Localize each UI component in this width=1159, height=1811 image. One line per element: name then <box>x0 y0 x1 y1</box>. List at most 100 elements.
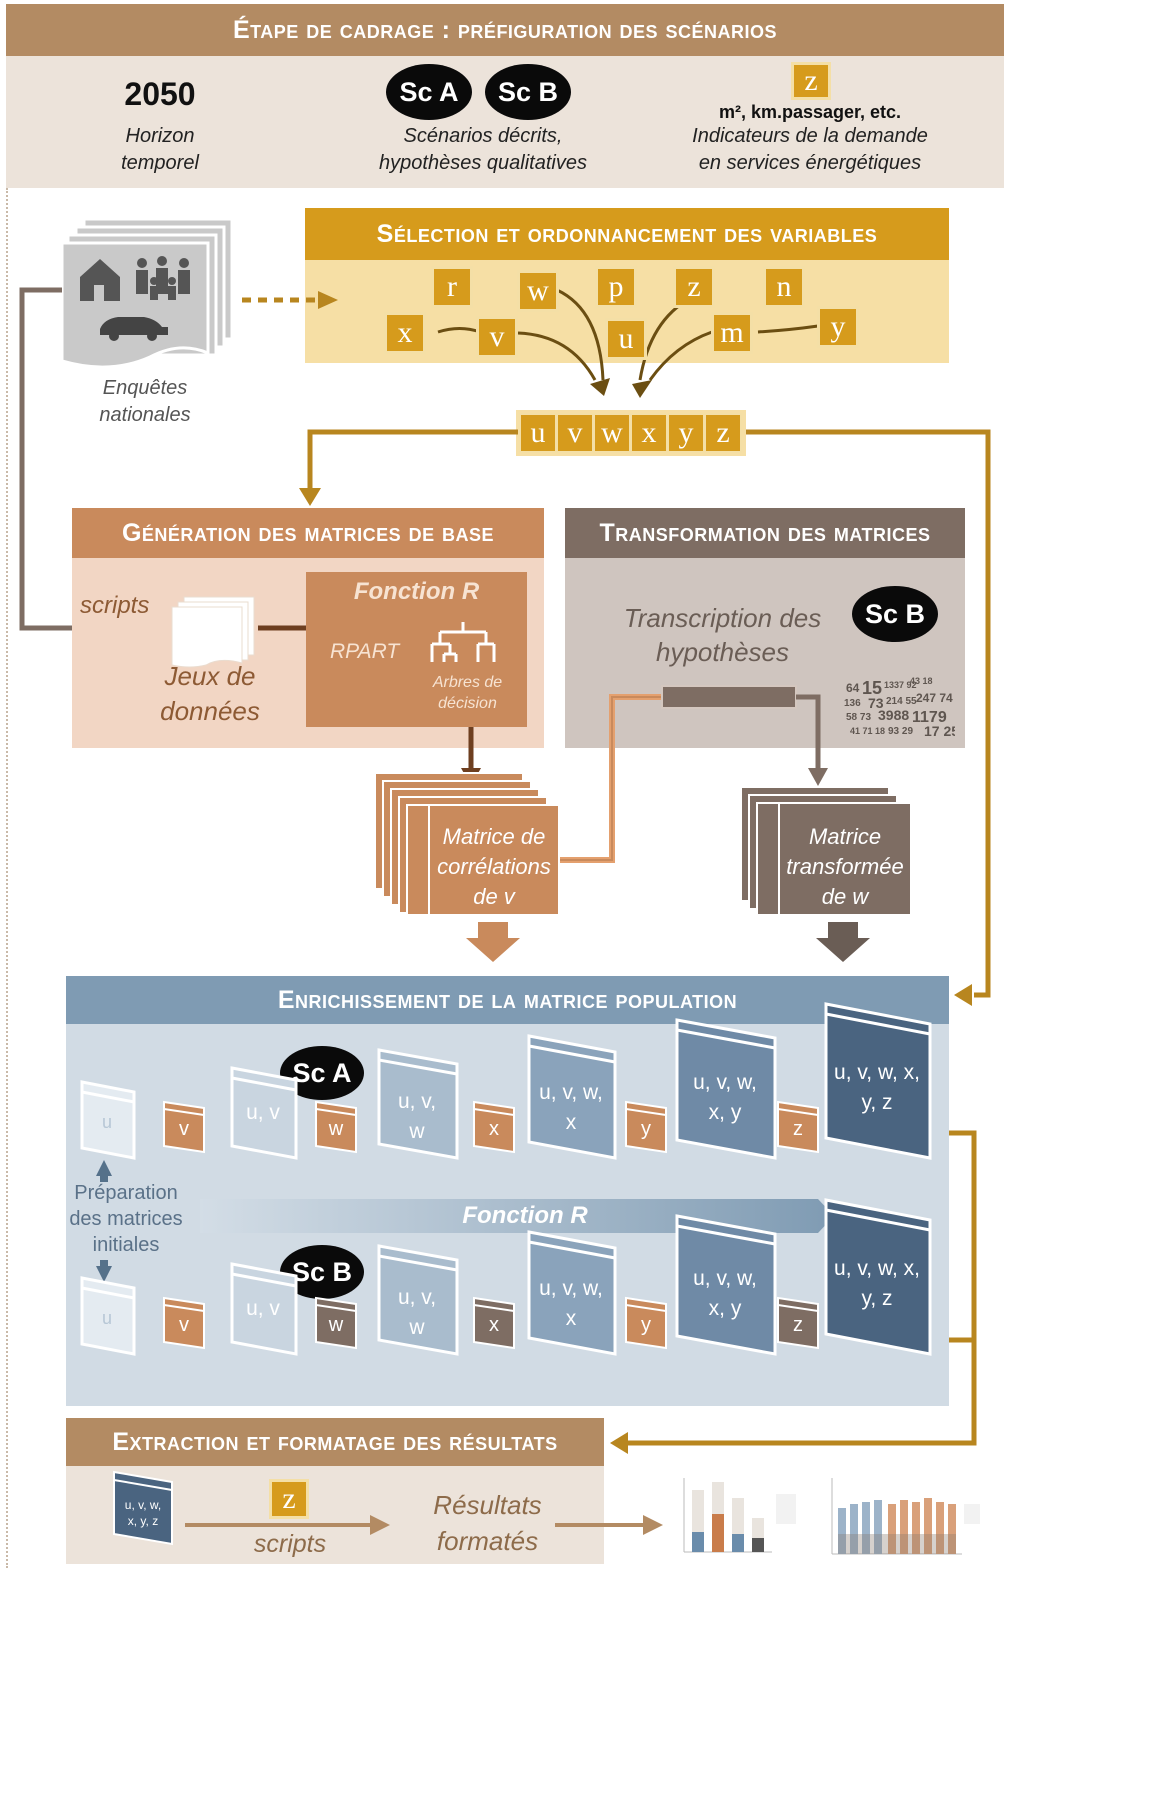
scenario-a-var-w: w <box>314 1100 358 1154</box>
scenario-a-matrix-label2-6: y, z <box>861 1091 893 1114</box>
scenario-b-matrix-label-5: u, v, w, <box>693 1267 757 1290</box>
scenario-a-matrix-label2-4: x <box>565 1111 577 1134</box>
scenario-a-matrix-label-2: u, v <box>246 1101 280 1124</box>
sc-b-badge: Sc B <box>485 64 571 120</box>
resultats-label-1: Résultats <box>433 1490 542 1520</box>
generation-title: Génération des matrices de base <box>72 508 544 558</box>
transcription-label-2: hypothèses <box>656 637 789 667</box>
var-y: y <box>817 306 859 348</box>
svg-text:41 71 18: 41 71 18 <box>850 726 885 736</box>
var-v: v <box>476 316 518 358</box>
scenario-a-matrix-1: u <box>78 1078 136 1160</box>
scenario-b-matrix-6: u, v, w, x, y, z <box>822 1196 932 1356</box>
scenario-b-matrix-2: u, v <box>228 1260 298 1356</box>
scenario-a-var-label-v: v <box>179 1118 189 1140</box>
prep-label-1: Préparation <box>74 1182 178 1204</box>
scenario-b-var-y: y <box>624 1296 668 1350</box>
scenario-b-var-label-v: v <box>179 1314 189 1336</box>
svg-text:3988: 3988 <box>878 707 909 723</box>
scenario-a-matrix-label2-5: x, y <box>708 1101 742 1124</box>
transformation-connectors <box>560 685 828 863</box>
svg-text:214 55: 214 55 <box>886 696 917 707</box>
scenarios-label-2: hypothèses qualitatives <box>379 152 587 174</box>
scenario-b-var-label-y: y <box>641 1314 651 1336</box>
scenario-a-var-label-w: w <box>328 1118 344 1140</box>
svg-text:43 18: 43 18 <box>910 676 933 686</box>
scenario-b-matrix-5: u, v, w,x, y <box>673 1212 777 1356</box>
extraction-matrix-l2: x, y, z <box>127 1514 159 1528</box>
scenario-a-matrix-3: u, v,w <box>375 1046 459 1160</box>
generation-scripts-label: scripts <box>80 592 150 619</box>
transformed-matrix-header <box>758 804 780 914</box>
scenario-a-var-x: x <box>472 1100 516 1154</box>
scenario-a-matrix-2: u, v <box>228 1064 298 1160</box>
transformed-label-3: de w <box>821 884 869 909</box>
extraction-title: Extraction et formatage des résultats <box>66 1418 604 1466</box>
jeux-label-1: Jeux de <box>164 661 256 691</box>
extraction-matrix <box>112 1470 174 1546</box>
extraction-scripts-label: scripts <box>253 1530 327 1558</box>
scenario-b-var-v: v <box>162 1296 206 1350</box>
scenario-a-matrix-label-4: u, v, w, <box>539 1081 603 1104</box>
transformation-title: Transformation des matrices <box>565 508 965 558</box>
var-x: x <box>384 312 426 354</box>
decision-tree-icon <box>430 618 496 668</box>
ordered-var-x: x <box>630 413 668 453</box>
svg-text:1179: 1179 <box>912 709 947 726</box>
scenario-b-var-w: w <box>314 1296 358 1350</box>
scenario-a-matrix-label2-3: w <box>409 1120 425 1143</box>
scenario-a-var-label-x: x <box>489 1118 499 1140</box>
horizon-value: 2050 <box>124 76 196 112</box>
scenario-a-var-v: v <box>162 1100 206 1154</box>
ordered-var-v: v <box>556 413 594 453</box>
scenario-b-matrix-label2-6: y, z <box>861 1287 893 1310</box>
correlation-matrix <box>406 804 560 916</box>
svg-text:93 29: 93 29 <box>888 726 913 737</box>
fonction-r-arrow-label: Fonction R <box>462 1202 588 1229</box>
prep-label-3: initiales <box>92 1234 160 1256</box>
scenario-b-matrix-label-6: u, v, w, x, <box>834 1257 920 1280</box>
scenario-b-var-label-w: w <box>328 1314 344 1336</box>
extraction-z-var: z <box>269 1479 309 1519</box>
scenario-a-matrix-6: u, v, w, x, y, z <box>822 1000 932 1160</box>
extraction-matrix-l1: u, v, w, <box>124 1498 162 1512</box>
indicator-units: m², km.passager, etc. <box>718 102 902 122</box>
scenario-b-var-label-x: x <box>489 1314 499 1336</box>
fonction-r-box <box>306 572 527 727</box>
var-r: r <box>431 266 473 308</box>
scenario-a-var-label-z: z <box>793 1118 803 1140</box>
scenario-b-matrix-label-1: u <box>101 1308 112 1328</box>
scenario-b-matrix-1: u <box>78 1274 136 1356</box>
var-w: w <box>517 270 559 312</box>
svg-text:17 25: 17 25 <box>924 723 955 739</box>
scenario-b-var-label-z: z <box>793 1314 803 1336</box>
correlation-label-3: de v <box>473 884 515 909</box>
scenario-a-matrix-5: u, v, w,x, y <box>673 1016 777 1160</box>
jeux-label-2: données <box>160 696 260 726</box>
svg-text:247 74: 247 74 <box>916 691 953 705</box>
scenario-b-matrix-label2-4: x <box>565 1307 577 1330</box>
enrichissement-title: Enrichissement de la matrice population <box>66 976 949 1024</box>
svg-text:136: 136 <box>844 698 861 709</box>
scenario-a-matrix-label-6: u, v, w, x, <box>834 1061 920 1084</box>
transformed-matrix <box>756 802 912 916</box>
resultats-label-2: formatés <box>436 1526 539 1556</box>
scenario-b-matrix-label-2: u, v <box>246 1297 280 1320</box>
survey-document-icon <box>60 215 235 380</box>
svg-text:15: 15 <box>862 678 882 698</box>
arbres-label-1: Arbres de <box>432 674 503 691</box>
scenarios-label-1: Scénarios décrits, <box>403 125 563 147</box>
scenario-b-matrix-label-3: u, v, <box>397 1286 437 1309</box>
var-z: z <box>673 266 715 308</box>
var-m: m <box>711 312 753 354</box>
indicator-label-2: en services énergétiques <box>698 152 922 174</box>
dotted-guide <box>6 188 8 1568</box>
scenario-b-var-x: x <box>472 1296 516 1350</box>
scenario-a-var-y: y <box>624 1100 668 1154</box>
ordered-var-z: z <box>704 413 742 453</box>
svg-text:1337 92: 1337 92 <box>884 680 917 690</box>
horizon-label-2: temporel <box>121 152 199 174</box>
scenario-a-matrix-label-1: u <box>101 1112 112 1132</box>
horizon-label-1: Horizon <box>125 125 195 147</box>
rpart-label: RPART <box>330 640 400 663</box>
